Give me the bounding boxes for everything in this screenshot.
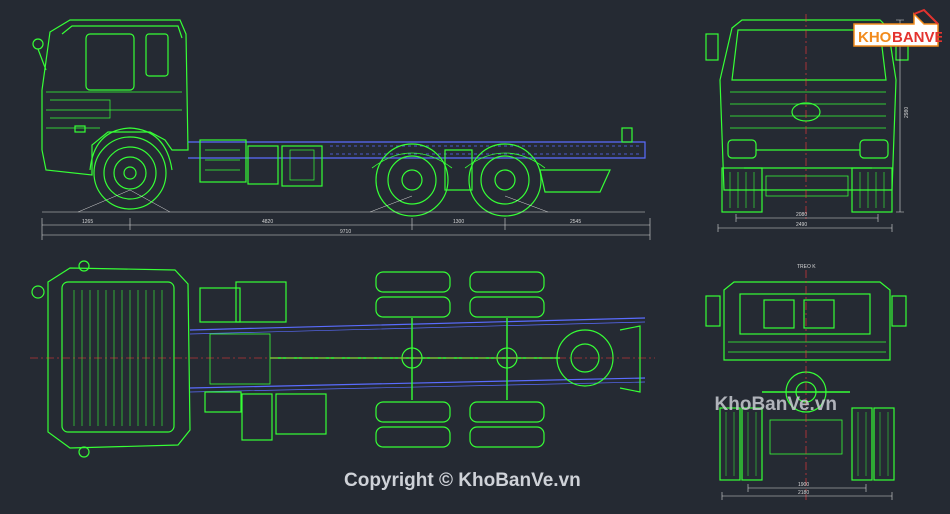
- copyright-watermark: Copyright © KhoBanVe.vn: [344, 470, 581, 491]
- dim-tandem: 1300: [453, 219, 464, 225]
- dim-rear-overhang: 2545: [570, 219, 581, 225]
- dim-rear-width: 2180: [798, 490, 809, 496]
- front-view: [705, 19, 909, 213]
- logo-text-kho: KHO: [858, 29, 892, 46]
- dim-height: 2980: [904, 107, 910, 118]
- side-view: [32, 19, 646, 217]
- side-dimensions: [41, 218, 651, 240]
- dim-front-width: 2490: [796, 222, 807, 228]
- dim-wheelbase: 4820: [262, 219, 273, 225]
- front-dimensions: [717, 19, 904, 232]
- dim-rear-track: 1900: [798, 482, 809, 488]
- dim-front-track: 2080: [796, 212, 807, 218]
- dim-overall-length: 9710: [340, 229, 351, 235]
- top-view: [31, 260, 646, 458]
- khobanve-logo: KHO BANVE: [834, 8, 945, 52]
- rear-view-title: TREO K: [797, 264, 816, 270]
- house-icon: [853, 12, 939, 47]
- site-watermark: KhoBanVe.vn: [714, 394, 837, 415]
- dim-front-overhang: 1265: [82, 219, 93, 225]
- rear-dimensions: [721, 484, 893, 500]
- logo-text-banve: BANVE: [892, 29, 942, 46]
- rear-view: [705, 281, 907, 481]
